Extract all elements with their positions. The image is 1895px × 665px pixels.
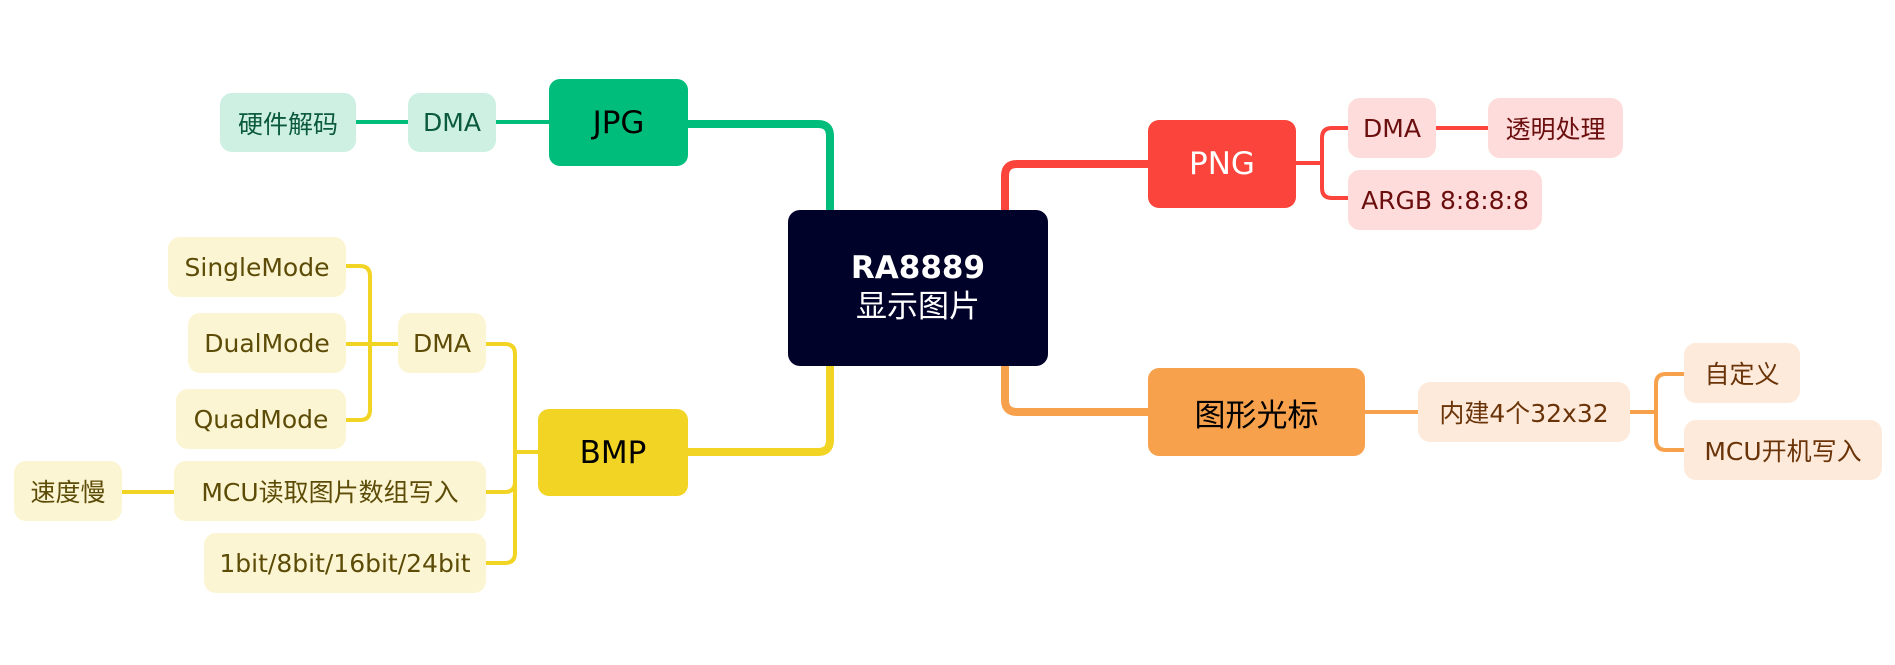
png-transparency-node[interactable]: 透明处理 <box>1488 98 1623 158</box>
bmp-bitdepth-node[interactable]: 1bit/8bit/16bit/24bit <box>204 533 486 593</box>
root-title: RA8889 <box>850 250 986 287</box>
cursor-mcu-boot-write-node[interactable]: MCU开机写入 <box>1684 420 1882 480</box>
jpg-dma-node[interactable]: DMA <box>408 93 496 152</box>
connector-root-png <box>1001 160 1152 216</box>
root-node[interactable]: RA8889 显示图片 <box>788 210 1048 366</box>
connector-root-bmp <box>683 360 834 456</box>
png-dma-node[interactable]: DMA <box>1348 98 1436 158</box>
connector-builtin-children <box>1628 372 1686 452</box>
branch-graphic-cursor[interactable]: 图形光标 <box>1148 368 1365 456</box>
bmp-slow-node[interactable]: 速度慢 <box>14 461 122 521</box>
branch-png[interactable]: PNG <box>1148 120 1296 208</box>
connector-root-jpg <box>683 120 834 216</box>
bmp-singlemode-node[interactable]: SingleMode <box>168 237 346 297</box>
cursor-builtin-node[interactable]: 内建4个32x32 <box>1418 382 1630 442</box>
png-argb-node[interactable]: ARGB 8:8:8:8 <box>1348 170 1542 230</box>
branch-jpg[interactable]: JPG <box>549 79 688 166</box>
connector-bmpdma-modes <box>344 264 400 422</box>
bmp-dma-node[interactable]: DMA <box>398 313 486 373</box>
bmp-dualmode-node[interactable]: DualMode <box>188 313 346 373</box>
connector-root-cursor <box>1001 360 1152 416</box>
cursor-custom-node[interactable]: 自定义 <box>1684 343 1800 403</box>
connector-bmp-children <box>484 342 540 565</box>
root-subtitle: 显示图片 <box>856 289 980 325</box>
connector-png-children <box>1294 126 1352 200</box>
branch-bmp[interactable]: BMP <box>538 409 688 496</box>
jpg-hardware-decode-node[interactable]: 硬件解码 <box>220 93 356 152</box>
bmp-quadmode-node[interactable]: QuadMode <box>176 389 346 449</box>
bmp-mcu-write-node[interactable]: MCU读取图片数组写入 <box>174 461 486 521</box>
